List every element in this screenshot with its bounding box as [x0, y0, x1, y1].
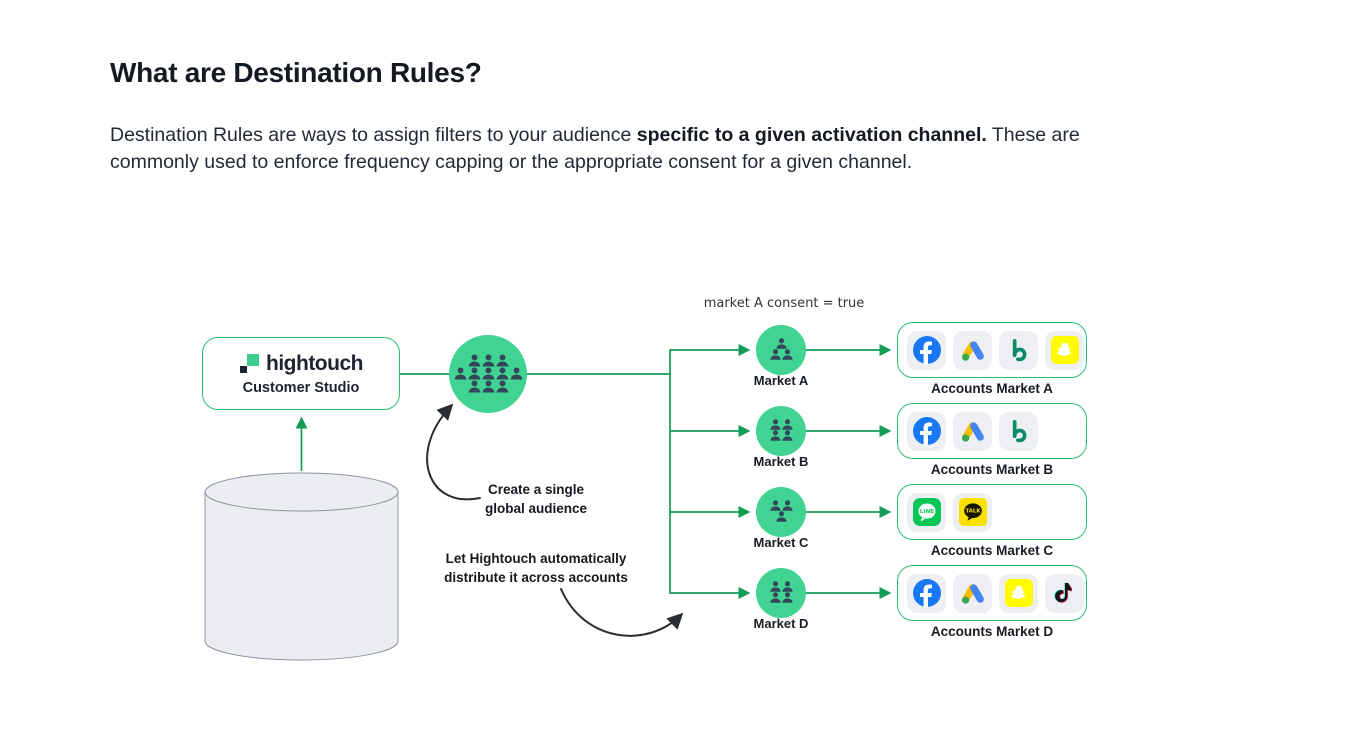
create-audience-annotation: Create a single global audience	[484, 482, 588, 516]
person-icon	[468, 353, 480, 366]
person-icon	[769, 430, 781, 441]
market-c-circle	[756, 487, 806, 537]
svg-text:LINE: LINE	[919, 509, 933, 515]
bing-icon	[1012, 338, 1026, 362]
account-tile	[953, 330, 992, 370]
account-tile	[907, 411, 946, 451]
account-tile	[907, 330, 946, 370]
accounts-market-c-box: LINE TALK	[897, 484, 1087, 540]
page-title: What are Destination Rules?	[110, 57, 482, 88]
person-icon	[781, 592, 793, 603]
kakaotalk-icon: TALK	[958, 498, 987, 526]
hightouch-logo: hightouch	[239, 352, 363, 376]
intro-text: Destination Rules are ways to assign fil…	[110, 124, 637, 146]
accounts-market-c-label: Accounts Market C	[930, 543, 1054, 558]
person-icon	[769, 500, 781, 511]
customer-studio-label: Customer Studio	[242, 379, 360, 396]
account-tile	[1045, 573, 1084, 613]
create-audience-arrow	[426, 403, 481, 501]
account-tile	[999, 411, 1038, 451]
account-tile	[1045, 330, 1084, 370]
person-icon	[482, 366, 494, 379]
facebook-icon	[912, 579, 941, 607]
account-tile	[953, 411, 992, 451]
account-tile	[999, 573, 1038, 613]
market-d-circle	[756, 568, 806, 618]
line-icon: LINE	[912, 498, 941, 526]
accounts-market-b-box	[897, 403, 1087, 459]
person-icon	[769, 581, 781, 592]
person-icon	[510, 366, 522, 379]
account-tile: LINE	[907, 492, 946, 532]
svg-text:TALK: TALK	[965, 509, 981, 515]
person-icon	[781, 419, 793, 430]
distribute-arrow	[560, 588, 684, 637]
intro-text-after: These are	[986, 124, 1080, 146]
database-cylinder-icon	[204, 472, 399, 661]
account-tile	[953, 573, 992, 613]
google-ads-icon	[961, 584, 984, 604]
market-c-label: Market C	[753, 535, 809, 550]
bing-icon	[1012, 419, 1026, 443]
intro-paragraph: Destination Rules are ways to assign fil…	[110, 122, 1270, 175]
market-d-label: Market D	[753, 616, 809, 631]
person-icon	[496, 366, 508, 379]
global-audience-circle	[449, 335, 527, 413]
person-icon	[781, 349, 793, 360]
person-icon	[769, 592, 781, 603]
tiktok-icon	[1053, 582, 1072, 603]
person-icon	[781, 430, 793, 441]
person-icon	[496, 353, 508, 366]
accounts-market-d-label: Accounts Market D	[930, 624, 1054, 639]
person-icon	[468, 366, 480, 379]
consent-annotation: market A consent = true	[703, 296, 865, 311]
person-icon	[496, 379, 508, 392]
person-icon	[781, 581, 793, 592]
market-b-label: Market B	[753, 454, 809, 469]
accounts-market-a-box	[897, 322, 1087, 378]
person-icon	[775, 511, 787, 522]
snapchat-icon	[1004, 579, 1033, 607]
hightouch-mark-icon	[239, 353, 259, 374]
market-b-circle	[756, 406, 806, 456]
market-a-label: Market A	[753, 373, 809, 388]
person-icon	[482, 379, 494, 392]
facebook-icon	[912, 336, 941, 364]
account-tile: TALK	[953, 492, 992, 532]
person-icon	[769, 349, 781, 360]
hightouch-wordmark: hightouch	[266, 351, 363, 375]
person-icon	[468, 379, 480, 392]
account-tile	[999, 330, 1038, 370]
accounts-market-b-label: Accounts Market B	[930, 462, 1054, 477]
person-icon	[781, 500, 793, 511]
snapchat-icon	[1050, 336, 1079, 364]
account-tile	[907, 573, 946, 613]
green-connector-lines	[295, 344, 892, 599]
facebook-icon	[912, 417, 941, 445]
accounts-market-d-box	[897, 565, 1087, 621]
person-icon	[775, 338, 787, 349]
person-icon	[769, 419, 781, 430]
accounts-market-a-label: Accounts Market A	[931, 381, 1053, 396]
hightouch-box: hightouch Customer Studio	[202, 337, 400, 410]
intro-text-bold: specific to a given activation channel.	[636, 124, 987, 146]
person-icon	[482, 353, 494, 366]
google-ads-icon	[961, 341, 984, 361]
intro-text-line2: commonly used to enforce frequency cappi…	[110, 150, 913, 173]
person-icon	[454, 366, 466, 379]
google-ads-icon	[961, 422, 984, 442]
market-a-circle	[756, 325, 806, 375]
distribute-annotation: Let Hightouch automatically distribute i…	[444, 551, 628, 585]
